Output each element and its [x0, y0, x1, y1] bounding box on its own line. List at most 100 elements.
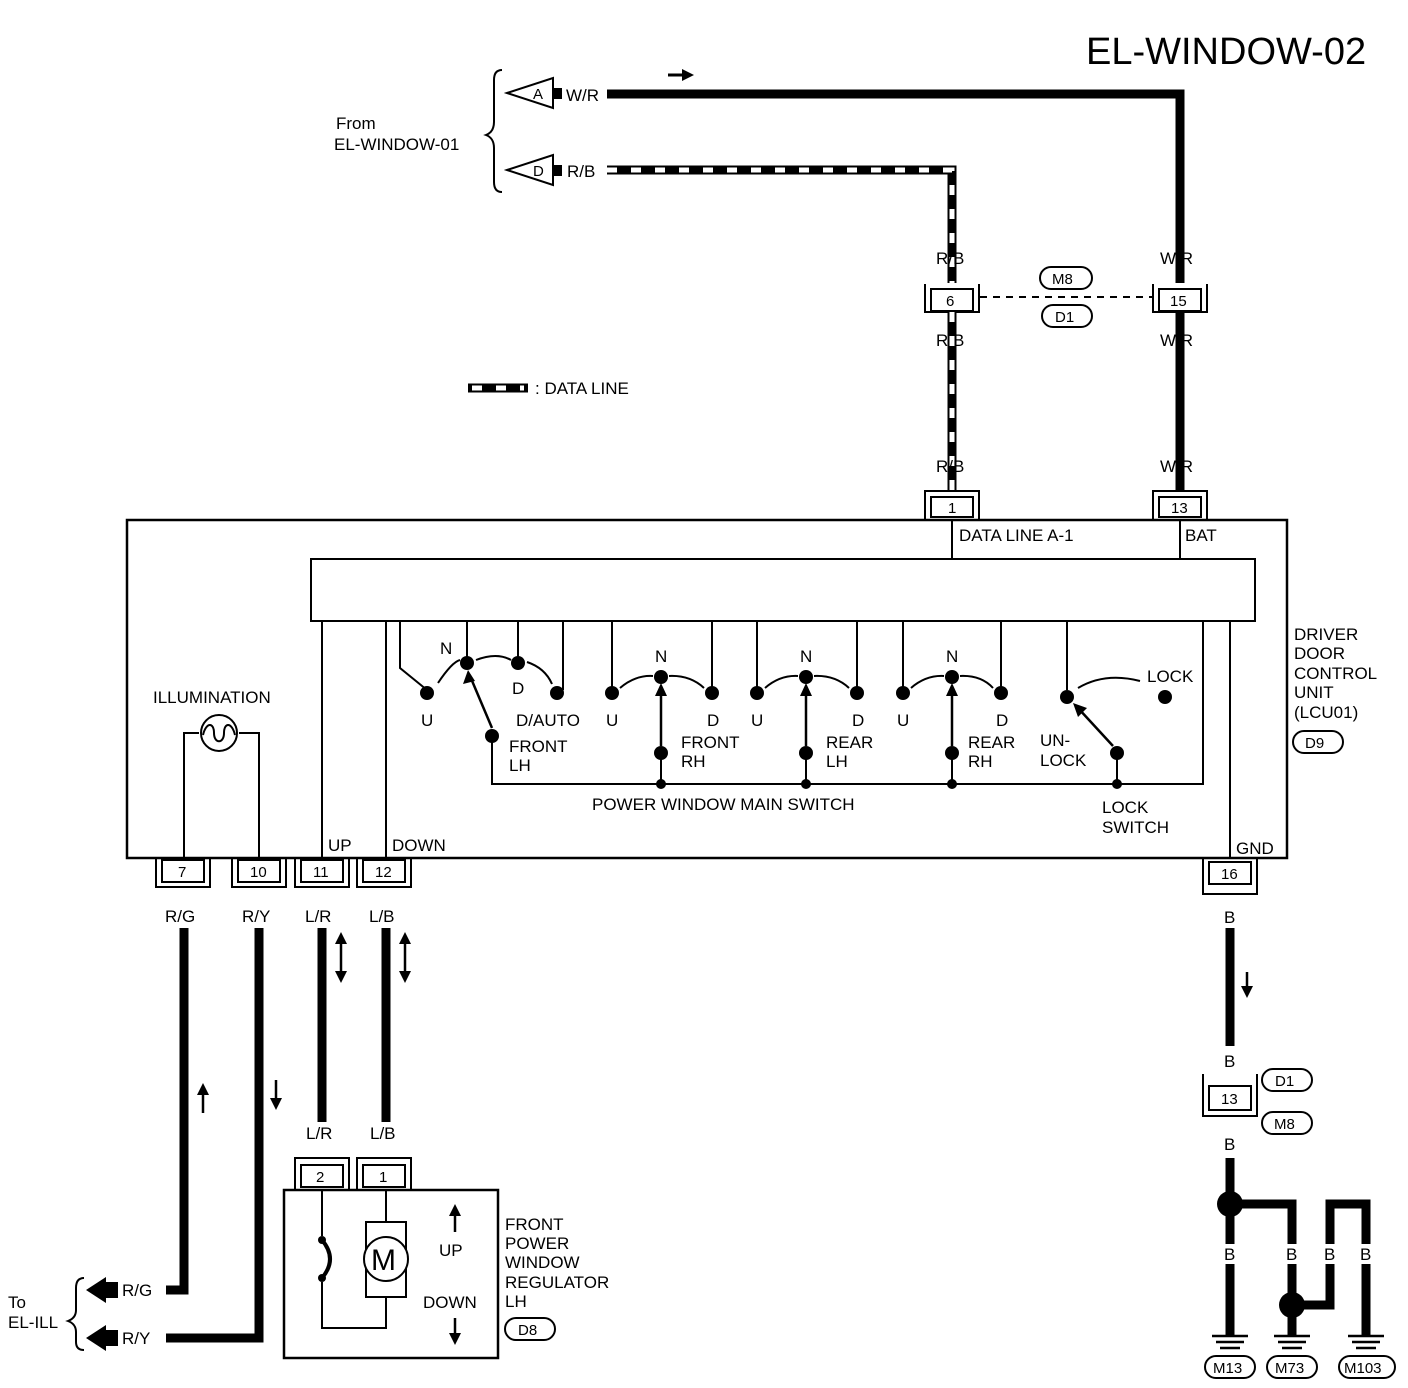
joint-connector-d1-tag[interactable]	[1041, 304, 1093, 328]
lock-position-label: LOCK	[1147, 667, 1194, 686]
rg-out-arrow-icon	[86, 1277, 118, 1303]
switch-d-label-4: D	[996, 711, 1008, 730]
unlock-label-2: LOCK	[1040, 751, 1087, 770]
ground-current-arrow-icon	[1241, 972, 1253, 998]
wire-rb-data-top[interactable]	[607, 165, 957, 283]
ry-out-label: R/Y	[122, 1329, 150, 1348]
wire-lr-label-bottom: L/R	[306, 1124, 332, 1143]
switch-n-label-3: N	[800, 647, 812, 666]
ground-m73-label: M73	[1275, 1360, 1304, 1377]
wire-b-label-m103-b: B	[1360, 1245, 1371, 1264]
ground-connector-d1-label: D1	[1275, 1073, 1294, 1090]
switch-u-label-2: U	[606, 711, 618, 730]
front-lh-label-1: FRONT	[509, 737, 568, 756]
illumination-circuit	[183, 732, 260, 858]
unlock-label-1: UN-	[1040, 731, 1070, 750]
regulator-name-line-4: REGULATOR	[505, 1273, 609, 1292]
switch-n-label-1: N	[440, 639, 452, 658]
switch-u-label-4: U	[897, 711, 909, 730]
gnd-label: GND	[1236, 839, 1274, 858]
switch-front-lh	[420, 655, 564, 743]
joint-connector-d1-label: D1	[1055, 309, 1074, 326]
wire-wr-top[interactable]	[607, 89, 1185, 283]
svg-text:12: 12	[375, 864, 392, 881]
unit-connector-16: 16	[1202, 858, 1258, 895]
wire-d-label: R/B	[567, 162, 595, 181]
ground-m103-label: M103	[1344, 1360, 1382, 1377]
ground-connector-m8-tag[interactable]	[1261, 1111, 1313, 1135]
regulator-connector-2: 2	[294, 1157, 350, 1190]
ground-m13-tag[interactable]	[1204, 1355, 1256, 1379]
switch-d-label-1: D	[512, 679, 524, 698]
switch-dauto-label: D/AUTO	[516, 711, 580, 730]
ground-connector-d1-tag[interactable]	[1261, 1068, 1313, 1092]
regulator-box	[282, 1188, 500, 1360]
front-rh-label-1: FRONT	[681, 733, 740, 752]
connector-a-letter: A	[533, 86, 543, 103]
front-rh-label-2: RH	[681, 752, 706, 771]
to-ill-bracket	[65, 1277, 85, 1351]
ground-m103-tag[interactable]	[1338, 1355, 1396, 1379]
switch-lock	[1060, 676, 1172, 760]
rear-lh-label-1: REAR	[826, 733, 873, 752]
control-unit-box	[125, 518, 1289, 860]
wire-wr-label-3: W/R	[1160, 457, 1193, 476]
unit-connector-13: 13	[1152, 490, 1208, 520]
wire-b-label-m73: B	[1286, 1245, 1297, 1264]
up-terminal-label: UP	[328, 836, 352, 855]
unit-connector-1: 1	[924, 490, 980, 520]
bus-junctions	[656, 779, 1122, 789]
connector-a-arrow[interactable]	[503, 76, 554, 110]
wire-rb-data-top-stripes	[607, 167, 955, 283]
joint-connector-m8-label: M8	[1052, 271, 1073, 288]
wire-rg[interactable]	[166, 928, 189, 1295]
connector-a-terminal	[553, 88, 562, 99]
regulator-connector-1: 1	[356, 1157, 412, 1190]
from-sheet-label: EL-WINDOW-01	[334, 135, 459, 154]
control-logic-block	[310, 558, 1256, 622]
switch-d-label-2: D	[707, 711, 719, 730]
switch-u-label-1: U	[421, 711, 433, 730]
unit-connector-12: 12	[356, 858, 412, 888]
wire-ry[interactable]	[166, 928, 264, 1343]
circuit-breaker-icon	[318, 1236, 332, 1282]
svg-text:6: 6	[946, 293, 954, 310]
wire-wr-label-1: W/R	[1160, 249, 1193, 268]
page-title: EL-WINDOW-02	[1086, 31, 1366, 73]
svg-text:2: 2	[316, 1169, 324, 1186]
unit-connector-10: 10	[231, 858, 287, 888]
wire-b-labels-bottom	[1217, 1244, 1379, 1264]
current-arrow-head-icon	[682, 69, 694, 81]
unit-name-line-5: (LCU01)	[1294, 703, 1358, 722]
rear-rh-label-1: REAR	[968, 733, 1015, 752]
switch-poles	[660, 753, 1118, 784]
wire-b-label-top: B	[1224, 908, 1235, 927]
regulator-down-arrow-icon	[449, 1318, 461, 1345]
wire-ry-label-top: R/Y	[242, 907, 270, 926]
bat-label: BAT	[1185, 526, 1217, 545]
connector-d-arrow[interactable]	[503, 153, 554, 187]
rear-rh-label-2: RH	[968, 752, 993, 771]
svg-text:13: 13	[1221, 1091, 1238, 1108]
svg-text:11: 11	[313, 864, 329, 881]
wire-rb-label-3: R/B	[936, 457, 964, 476]
wire-b-m73-m103[interactable]	[1292, 1199, 1371, 1335]
ground-m73-tag[interactable]	[1266, 1355, 1318, 1379]
wire-b-to-m73[interactable]	[1230, 1199, 1297, 1335]
joint-connector-m8-tag[interactable]	[1039, 266, 1093, 290]
regulator-up-arrow-icon	[449, 1204, 461, 1232]
regulator-connector-d8-tag[interactable]	[504, 1317, 556, 1341]
switch-n-label-2: N	[655, 647, 667, 666]
data-line-label: DATA LINE A-1	[959, 526, 1074, 545]
regulator-down-label: DOWN	[423, 1293, 477, 1312]
svg-text:1: 1	[948, 500, 956, 517]
regulator-name-line-3: WINDOW	[505, 1253, 580, 1272]
unit-connector-11: 11	[294, 858, 350, 888]
regulator-circuit	[321, 1190, 387, 1329]
switch-rear-lh	[750, 670, 864, 760]
wire-b-label-2: B	[1224, 1052, 1235, 1071]
unit-name-line-1: DRIVER	[1294, 625, 1358, 644]
switch-front-rh	[605, 670, 719, 760]
switch-rear-rh	[896, 670, 1008, 760]
unit-connector-d9-tag[interactable]	[1292, 730, 1344, 754]
